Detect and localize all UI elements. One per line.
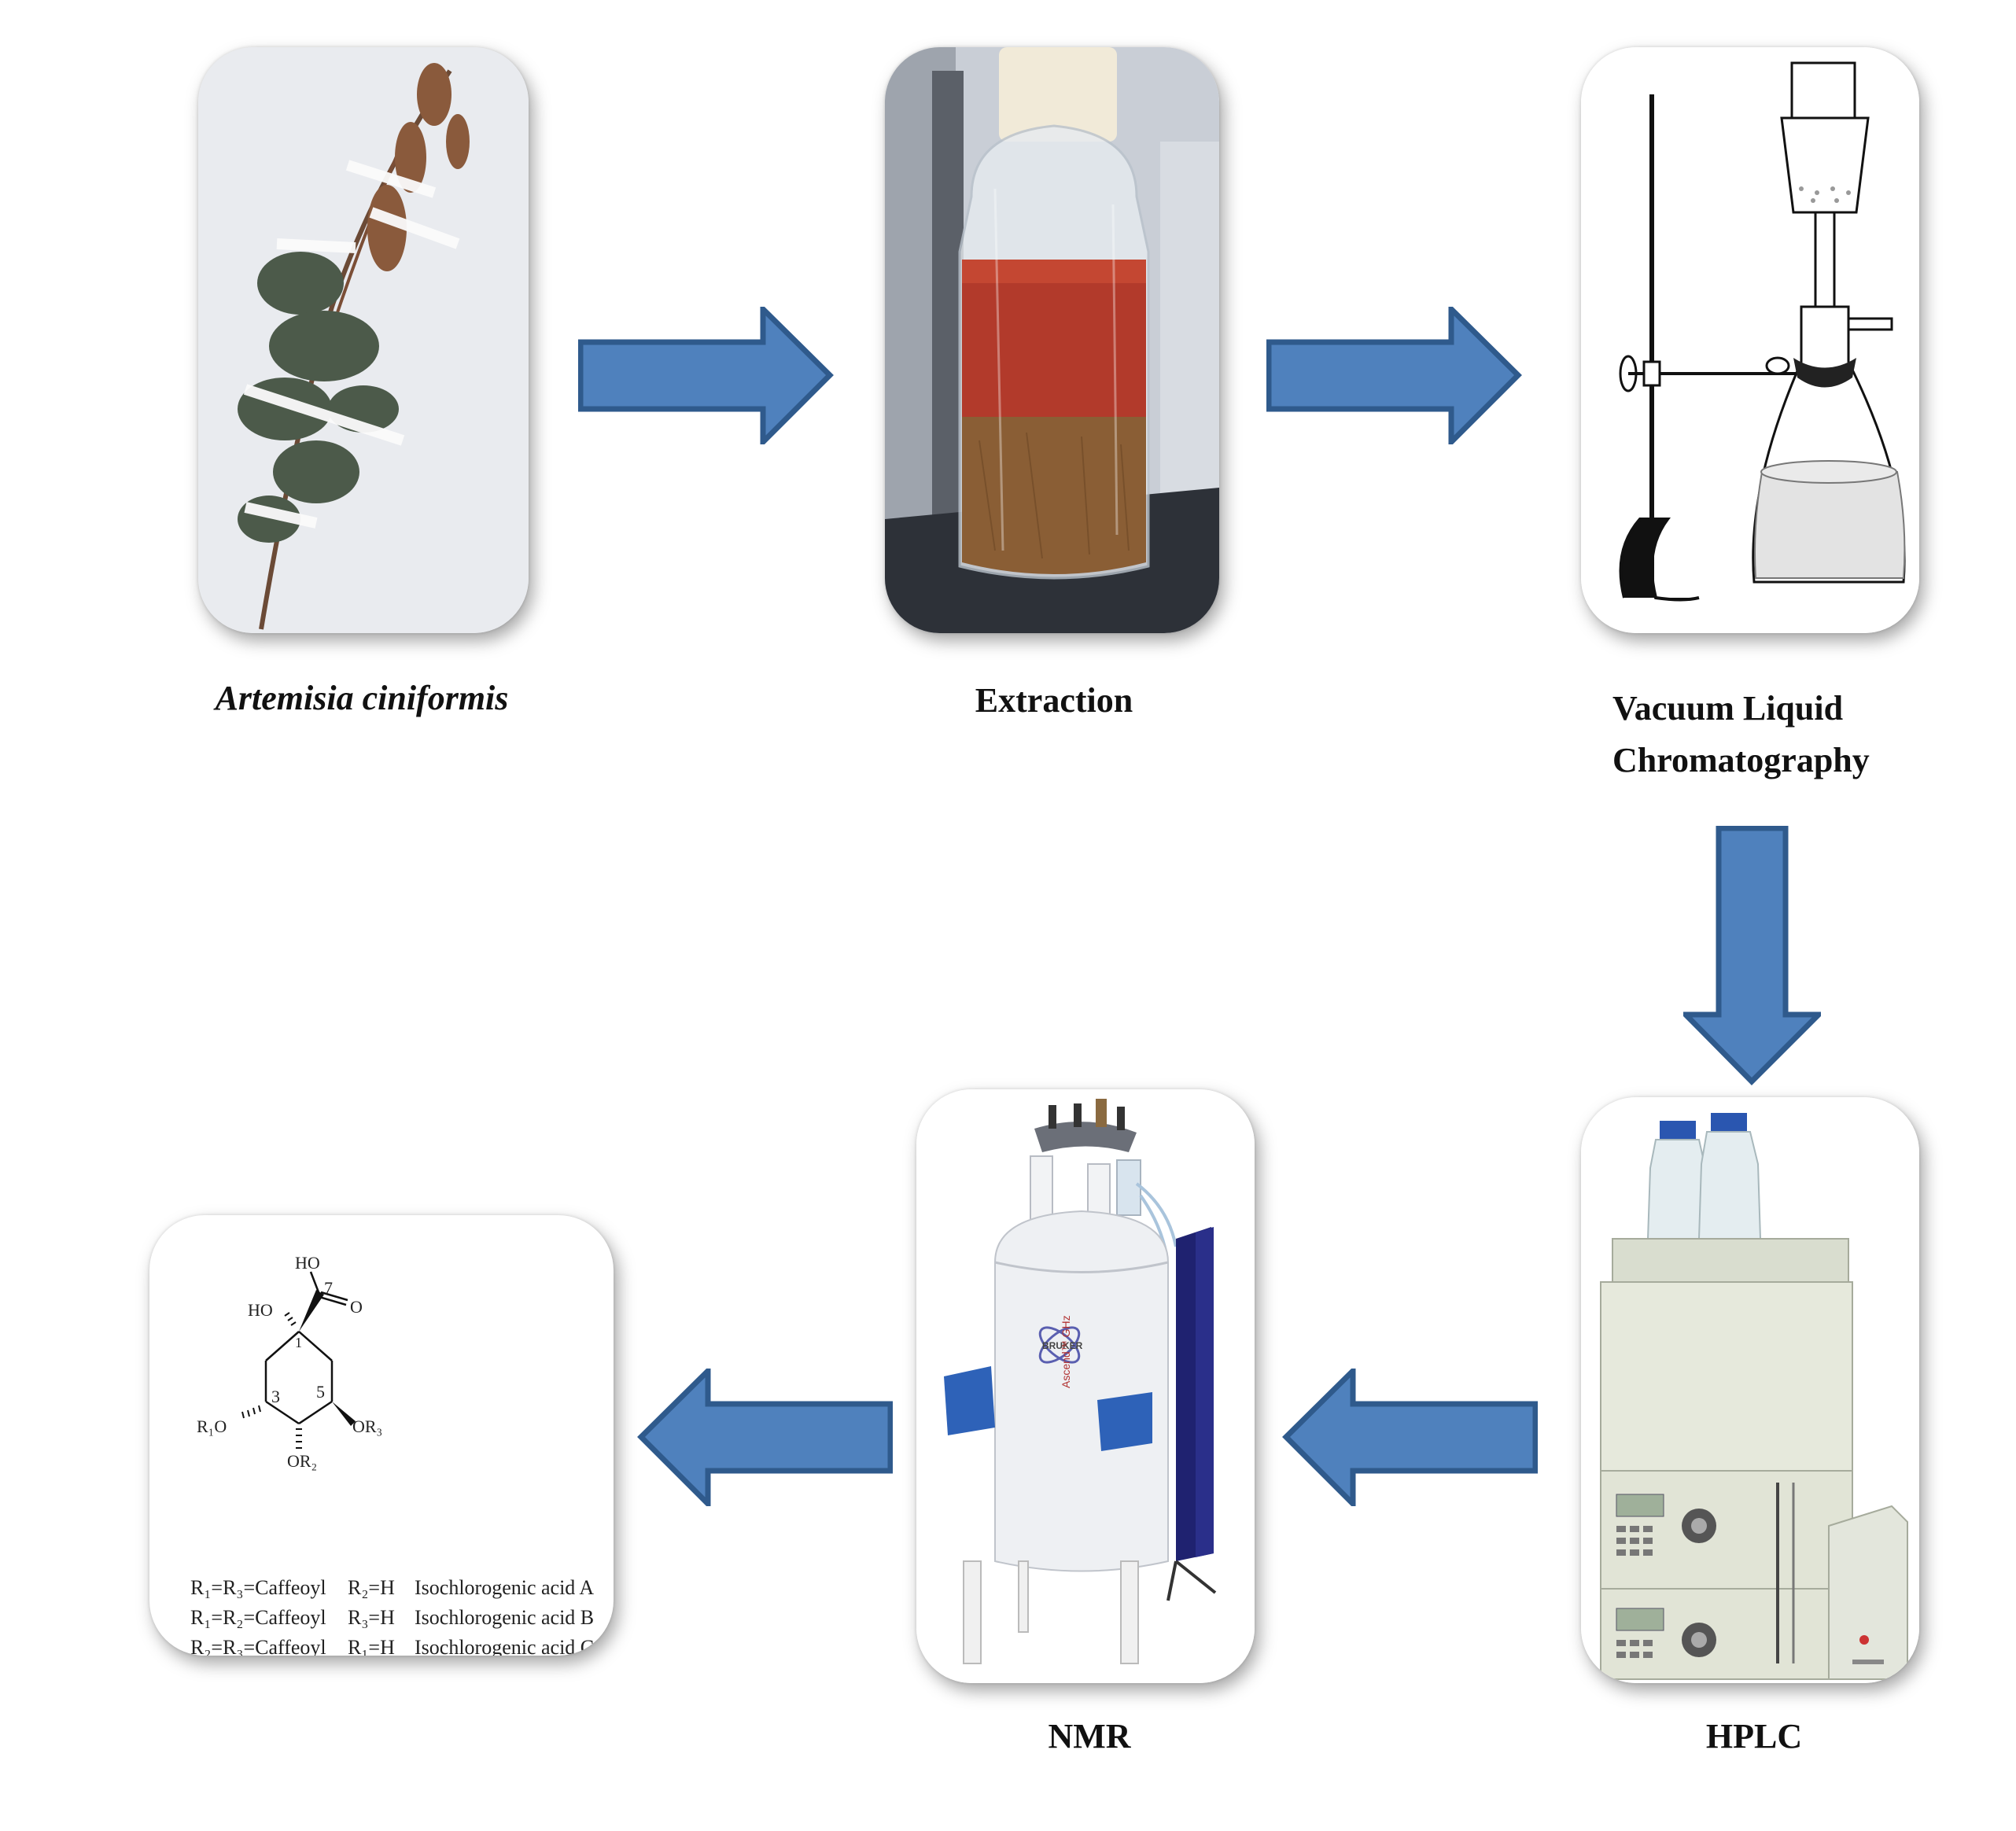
vlc-label: Vacuum Liquid Chromatography (1612, 683, 1959, 787)
extraction-jar-illustration (885, 47, 1219, 633)
nmr-spectrometer-illustration: BRUKER Ascend™ GHz (916, 1089, 1255, 1683)
plant-label: Artemisia ciniformis (215, 679, 509, 717)
hplc-illustration (1581, 1097, 1919, 1683)
arrow-vlc-to-hplc (1683, 826, 1821, 1085)
vlc-apparatus-image (1581, 47, 1919, 633)
compound-substituents: R₂=R₃=Caffeoyl (190, 1636, 326, 1656)
compound-hydrogen: R₃=H (348, 1606, 395, 1629)
compound-name: Isochlorogenic acid A (415, 1576, 595, 1599)
extraction-image (885, 47, 1219, 633)
compound-hydrogen: R₂=H (348, 1576, 395, 1599)
hplc-instrument-image (1581, 1097, 1919, 1683)
isochlorogenic-acid-structure (241, 1271, 356, 1449)
atom-c5: 5 (316, 1382, 325, 1402)
compound-row: R₁=R₃=Caffeoyl R₂=H Isochlorogenic acid A (190, 1573, 594, 1603)
vacuum-filtration-illustration (1581, 47, 1919, 633)
down-arrow-icon (1683, 826, 1821, 1085)
arrow-plant-to-extraction (578, 307, 834, 444)
compound-row: R₁=R₂=Caffeoyl R₃=H Isochlorogenic acid B (190, 1603, 594, 1633)
nmr-label: NMR (1048, 1717, 1131, 1755)
compound-name: Isochlorogenic acid C (415, 1636, 595, 1656)
right-arrow-icon (1266, 307, 1522, 444)
arrow-nmr-to-structure (637, 1369, 893, 1506)
left-arrow-icon (637, 1369, 893, 1506)
right-arrow-icon (578, 307, 834, 444)
plant-specimen-image (198, 47, 529, 633)
compound-hydrogen: R₁=H (348, 1636, 395, 1656)
compound-substituents: R₁=R₃=Caffeoyl (190, 1576, 326, 1599)
nmr-brand-text: BRUKER (1042, 1340, 1083, 1351)
nmr-model-text: Ascend™ GHz (1060, 1315, 1072, 1388)
compound-substituents: R₁=R₂=Caffeoyl (190, 1606, 326, 1629)
left-arrow-icon (1282, 1369, 1538, 1506)
atom-o: O (350, 1297, 363, 1317)
atom-r1o: R₁O (197, 1417, 227, 1436)
hplc-label: HPLC (1705, 1717, 1803, 1755)
vlc-label-line1: Vacuum Liquid (1612, 689, 1844, 728)
extraction-label: Extraction (975, 681, 1133, 720)
atom-c7: 7 (324, 1278, 333, 1298)
arrow-extraction-to-vlc (1266, 307, 1522, 444)
chemical-structure-card: HO 7 HO O 1 3 5 R₁O OR₃ OR₂ R₁=R₃=Caffeo… (149, 1215, 614, 1656)
atom-c1: 1 (295, 1335, 302, 1350)
arrow-hplc-to-nmr (1282, 1369, 1538, 1506)
atom-ho-left: HO (248, 1300, 273, 1320)
herbarium-specimen-illustration (198, 47, 529, 633)
compound-row: R₂=R₃=Caffeoyl R₁=H Isochlorogenic acid C (190, 1633, 594, 1656)
vlc-label-line2: Chromatography (1612, 741, 1870, 779)
atom-or2: OR₂ (287, 1451, 318, 1471)
compound-name: Isochlorogenic acid B (415, 1606, 595, 1629)
atom-or3: OR₃ (352, 1417, 383, 1436)
atom-ho-top: HO (295, 1253, 320, 1273)
nmr-instrument-image: BRUKER Ascend™ GHz (916, 1089, 1255, 1683)
atom-c3: 3 (271, 1387, 280, 1406)
